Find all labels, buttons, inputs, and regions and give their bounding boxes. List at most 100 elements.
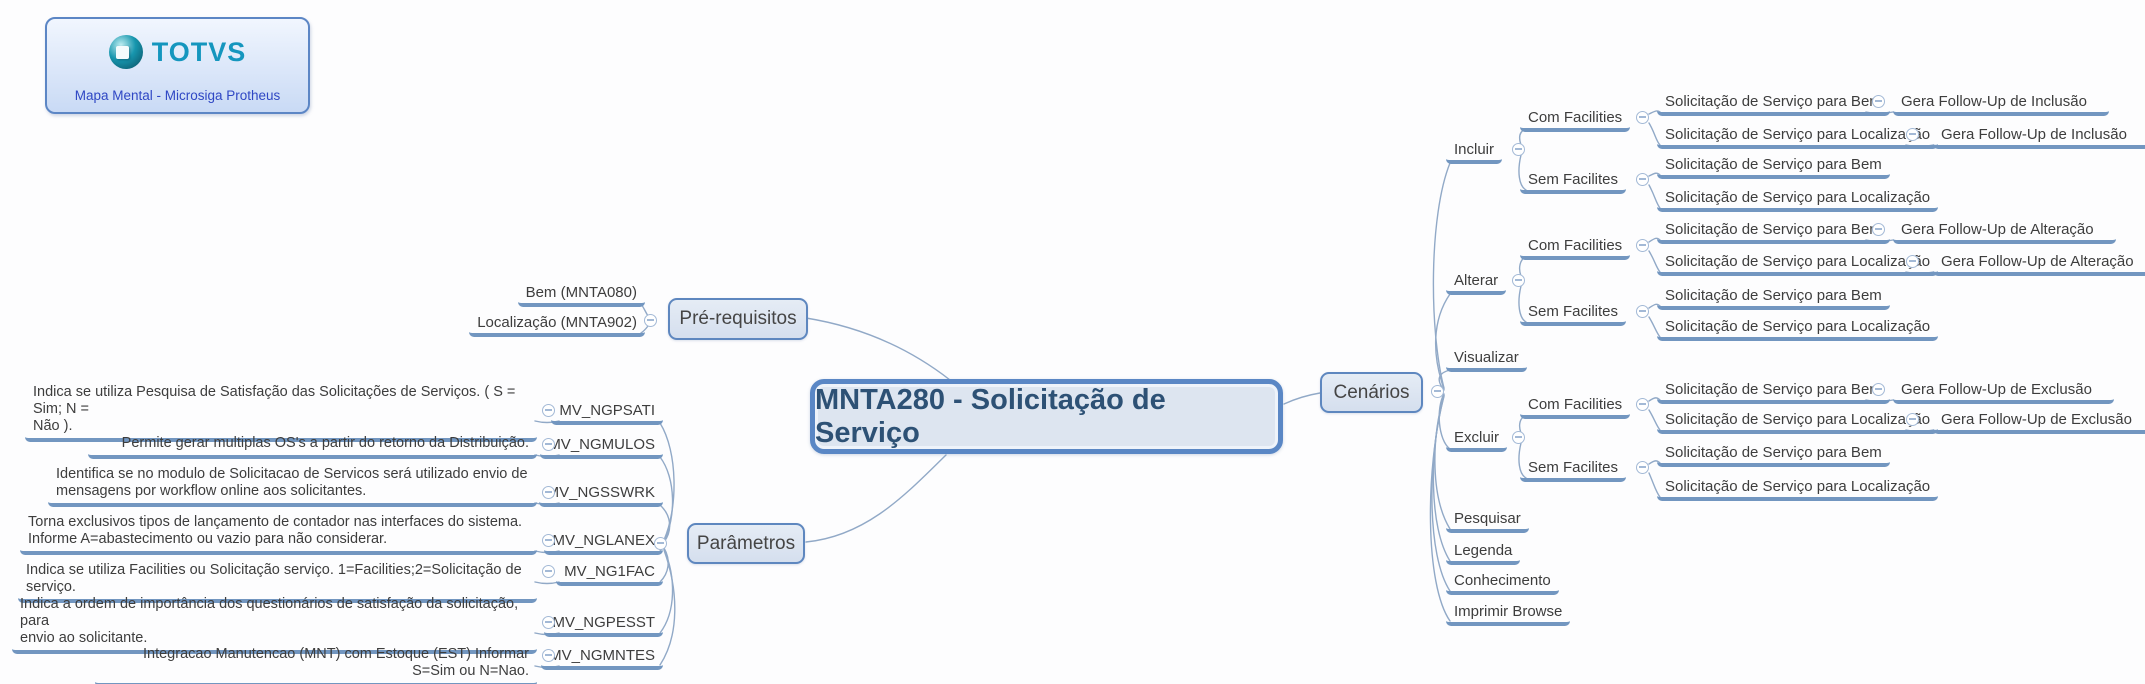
collapse-icon-incluir[interactable] (1512, 143, 1525, 156)
node-imprimir-browse[interactable]: Imprimir Browse (1446, 604, 1571, 626)
collapse-icon-sem-facilites-incluir[interactable] (1636, 173, 1649, 186)
node-sem-facilites-incluir[interactable]: Sem Facilites (1520, 172, 1627, 194)
node-ss-loc-excluir-cf[interactable]: Solicitação de Serviço para Localização (1657, 412, 1939, 434)
node-mv-ngmntes[interactable]: MV_NGMNTES (541, 648, 663, 670)
desc-mv-ngpesst[interactable]: Indica a ordem de importância dos questi… (12, 596, 537, 654)
collapse-icon-mv-ngpesst[interactable] (542, 616, 555, 629)
totvs-logo-box: TOTVS Mapa Mental - Microsiga Protheus (45, 17, 310, 114)
branch-parametros[interactable]: Parâmetros (687, 523, 805, 564)
node-ss-loc-excluir-sf[interactable]: Solicitação de Serviço para Localização (1657, 479, 1939, 501)
root-node[interactable]: MNTA280 - Solicitação de Serviço (810, 379, 1283, 454)
collapse-icon-ss-loc-incluir[interactable] (1906, 128, 1919, 141)
node-ss-bem-incluir-sf[interactable]: Solicitação de Serviço para Bem (1657, 157, 1890, 179)
branch-cenarios[interactable]: Cenários (1320, 372, 1423, 413)
connector-cfexc-loc (1648, 409, 1661, 431)
node-mv-ngmulos[interactable]: MV_NGMULOS (540, 437, 663, 459)
node-com-facilities-incluir[interactable]: Com Facilities (1520, 110, 1631, 132)
connector-cen-imprimir (1429, 395, 1451, 622)
connector-sfexc-loc (1648, 472, 1661, 498)
connector-param-main (805, 454, 947, 543)
node-mv-nglanex[interactable]: MV_NGLANEX (544, 533, 663, 555)
node-incluir[interactable]: Incluir (1446, 142, 1503, 164)
node-ss-bem-excluir-sf[interactable]: Solicitação de Serviço para Bem (1657, 445, 1890, 467)
connector-cfinc-loc (1648, 122, 1661, 146)
collapse-icon-ss-loc-excluir[interactable] (1906, 413, 1919, 426)
connector-param-2 (659, 456, 674, 542)
node-ss-bem-alterar-sf[interactable]: Solicitação de Serviço para Bem (1657, 288, 1890, 310)
node-mv-ng1fac[interactable]: MV_NG1FAC (556, 564, 663, 586)
node-ss-loc-alterar-cf[interactable]: Solicitação de Serviço para Localização (1657, 254, 1939, 276)
collapse-icon-mv-ngpsati[interactable] (542, 404, 555, 417)
connector-sfinc-loc (1648, 184, 1661, 209)
connector-cen-excluir (1438, 393, 1451, 450)
node-ss-loc-alterar-sf[interactable]: Solicitação de Serviço para Localização (1657, 319, 1939, 341)
logo-caption: Mapa Mental - Microsiga Protheus (74, 88, 281, 103)
node-followup-alterar-bem[interactable]: Gera Follow-Up de Alteração (1893, 222, 2116, 244)
node-followup-incluir-bem[interactable]: Gera Follow-Up de Inclusão (1893, 94, 2109, 116)
collapse-icon-sem-facilites-alterar[interactable] (1636, 305, 1649, 318)
collapse-icon-mv-ngsswrk[interactable] (542, 486, 555, 499)
collapse-icon-ss-bem-excluir[interactable] (1872, 383, 1885, 396)
node-ss-bem-alterar-cf[interactable]: Solicitação de Serviço para Bem (1657, 222, 1890, 244)
collapse-icon-mv-nglanex[interactable] (542, 534, 555, 547)
node-ss-loc-incluir-cf[interactable]: Solicitação de Serviço para Localização (1657, 127, 1939, 149)
desc-mv-ngmulos[interactable]: Permite gerar multiplas OS's a partir do… (88, 435, 537, 459)
desc-mv-ngmntes[interactable]: Integracao Manutencao (MNT) com Estoque … (95, 646, 537, 684)
connector-cfalt-loc (1648, 250, 1661, 273)
node-sem-facilites-alterar[interactable]: Sem Facilites (1520, 304, 1627, 326)
connector-incluir-sf (1518, 154, 1527, 191)
node-mv-ngsswrk[interactable]: MV_NGSSWRK (538, 485, 663, 507)
collapse-icon-mv-ng1fac[interactable] (542, 565, 555, 578)
node-bem-mnta080[interactable]: Bem (MNTA080) (517, 285, 645, 307)
collapse-icon-cenarios[interactable] (1431, 385, 1444, 398)
node-followup-excluir-loc[interactable]: Gera Follow-Up de Exclusão (1933, 412, 2145, 434)
node-ss-bem-excluir-cf[interactable]: Solicitação de Serviço para Bem (1657, 382, 1890, 404)
desc-mv-ngsswrk[interactable]: Identifica se no modulo de Solicitacao d… (48, 466, 537, 507)
node-followup-excluir-bem[interactable]: Gera Follow-Up de Exclusão (1893, 382, 2114, 404)
node-sem-facilites-excluir[interactable]: Sem Facilites (1520, 460, 1627, 482)
connector-param-1 (659, 422, 675, 541)
node-conhecimento[interactable]: Conhecimento (1446, 573, 1559, 595)
branch-pre-requisitos[interactable]: Pré-requisitos (668, 298, 808, 340)
connector-main-cenarios (1283, 392, 1321, 405)
collapse-icon-ss-bem-incluir[interactable] (1872, 95, 1885, 108)
node-ss-bem-incluir-cf[interactable]: Solicitação de Serviço para Bem (1657, 94, 1890, 116)
collapse-icon-ss-bem-alterar[interactable] (1872, 223, 1885, 236)
collapse-icon-parametros[interactable] (654, 537, 667, 550)
connector-sfalt-loc (1648, 316, 1661, 338)
collapse-icon-pre-requisitos[interactable] (644, 314, 657, 327)
totvs-globe-icon (108, 35, 143, 69)
node-visualizar[interactable]: Visualizar (1446, 350, 1527, 372)
collapse-icon-excluir[interactable] (1512, 431, 1525, 444)
collapse-icon-ss-loc-alterar[interactable] (1906, 255, 1919, 268)
node-followup-alterar-loc[interactable]: Gera Follow-Up de Alteração (1933, 254, 2145, 276)
node-localizacao-mnta902[interactable]: Localização (MNTA902) (469, 315, 645, 337)
desc-mv-nglanex[interactable]: Torna exclusivos tipos de lançamento de … (20, 514, 537, 555)
node-ss-loc-incluir-sf[interactable]: Solicitação de Serviço para Localização (1657, 190, 1939, 212)
connector-cen-alterar (1434, 293, 1451, 390)
collapse-icon-com-facilities-excluir[interactable] (1636, 398, 1649, 411)
collapse-icon-mv-ngmntes[interactable] (542, 649, 555, 662)
connector-param-3 (659, 504, 671, 543)
collapse-icon-mv-ngmulos[interactable] (542, 438, 555, 451)
node-mv-ngpesst[interactable]: MV_NGPESST (544, 615, 663, 637)
node-mv-ngpsati[interactable]: MV_NGPSATI (551, 403, 663, 425)
connector-cen-incluir (1432, 162, 1451, 389)
collapse-icon-com-facilities-incluir[interactable] (1636, 111, 1649, 124)
desc-mv-ng1fac[interactable]: Indica se utiliza Facilities ou Solicita… (18, 562, 537, 603)
node-legenda[interactable]: Legenda (1446, 543, 1521, 565)
connector-prereq-main (805, 317, 951, 381)
connector-excluir-sf (1518, 442, 1527, 479)
desc-mv-ngpsati[interactable]: Indica se utiliza Pesquisa de Satisfação… (25, 384, 537, 442)
node-com-facilities-alterar[interactable]: Com Facilities (1520, 238, 1631, 260)
node-com-facilities-excluir[interactable]: Com Facilities (1520, 397, 1631, 419)
node-pesquisar[interactable]: Pesquisar (1446, 511, 1529, 533)
node-followup-incluir-loc[interactable]: Gera Follow-Up de Inclusão (1933, 127, 2145, 149)
connector-param-7 (659, 549, 676, 666)
node-excluir[interactable]: Excluir (1446, 430, 1508, 452)
collapse-icon-com-facilities-alterar[interactable] (1636, 239, 1649, 252)
node-alterar[interactable]: Alterar (1446, 273, 1507, 295)
collapse-icon-alterar[interactable] (1512, 274, 1525, 287)
totvs-brand-text: TOTVS (151, 36, 247, 67)
collapse-icon-sem-facilites-excluir[interactable] (1636, 461, 1649, 474)
